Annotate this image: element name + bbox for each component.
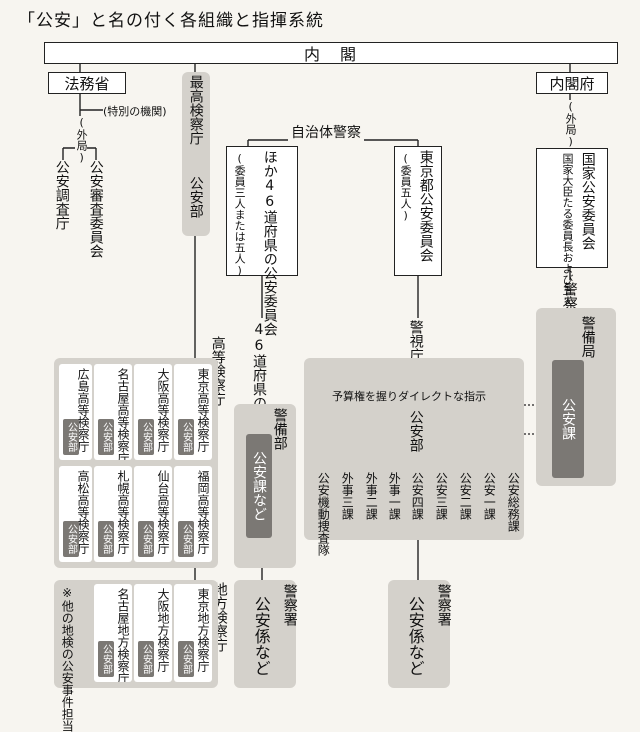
district-prosecutors-card: 名古屋地方検察庁 公安部: [94, 584, 132, 682]
other-46-commission-name: ほか46道府県の公安委員会: [261, 150, 278, 336]
supreme-public-security-dept: 公安部: [187, 176, 204, 218]
prefectural-public-security-division: 公安課など: [246, 434, 272, 538]
left-police-station-panel: [234, 580, 296, 688]
high-prosecutors-card: 仙台高等検察庁 公安部: [134, 466, 172, 562]
district-prosecutors-dept: 公安部: [138, 641, 154, 677]
left-police-station-unit: 公安係など: [251, 596, 271, 676]
right-police-station-panel: [388, 580, 450, 688]
high-prosecutors-name: 大阪高等検察庁: [156, 368, 170, 452]
budget-directive-note: 予算権を握りダイレクトな指示: [330, 388, 488, 404]
high-prosecutors-card: 高松高等検察庁 公安部: [59, 466, 92, 562]
district-prosecutors-dept: 公安部: [98, 641, 114, 677]
high-prosecutors-dept: 公安部: [63, 419, 79, 455]
mpd-foreign-division-1: 外事一課: [387, 472, 402, 520]
right-police-station-label: 警察署: [435, 584, 452, 626]
high-prosecutors-dept: 公安部: [178, 521, 194, 557]
high-prosecutors-dept: 公安部: [138, 419, 154, 455]
high-prosecutors-card: 福岡高等検察庁 公安部: [174, 466, 212, 562]
public-security-intelligence-agency: 公安調査庁: [53, 160, 70, 230]
high-prosecutors-dept: 公安部: [138, 521, 154, 557]
page-title: 「公安」と名の付く各組織と指揮系統: [18, 11, 324, 31]
mpd-division-2: 公安二課: [458, 472, 473, 520]
high-prosecutors-name: 札幌高等検察庁: [116, 470, 130, 554]
high-prosecutors-card: 広島高等検察庁 公安部: [59, 364, 92, 460]
mpd-division-general-affairs: 公安総務課: [506, 472, 521, 532]
high-prosecutors-dept: 公安部: [178, 419, 194, 455]
tokyo-commission-box: [394, 146, 442, 276]
district-prosecutors-name: 大阪地方検察庁: [156, 588, 170, 672]
special-agency-label: (特別の機関): [103, 105, 167, 118]
npa-public-security-division: 公安課: [552, 360, 584, 478]
district-prosecutors-name: 名古屋地方検察庁: [116, 588, 130, 682]
high-prosecutors-name: 仙台高等検察庁: [156, 470, 170, 554]
local-police-label: 自治体警察: [288, 122, 364, 142]
district-prosecutors-card: 東京地方検察庁 公安部: [174, 584, 212, 682]
high-prosecutors-name: 東京高等検察庁: [196, 368, 210, 452]
high-prosecutors-card: 名古屋高等検察庁 公安部: [94, 364, 132, 460]
mpd-foreign-division-2: 外事二課: [364, 472, 379, 520]
cabinet-office-box: 内閣府: [536, 72, 608, 94]
high-prosecutors-dept: 公安部: [63, 521, 79, 557]
mpd-division-4: 公安四課: [410, 472, 425, 520]
high-prosecutors-card: 札幌高等検察庁 公安部: [94, 466, 132, 562]
other-46-members: (委員三人または五人): [233, 152, 247, 277]
tokyo-members: (委員五人): [399, 152, 413, 222]
high-prosecutors-name: 広島高等検察庁: [76, 368, 90, 452]
left-police-station-label: 警察署: [281, 584, 298, 626]
district-prosecutors-name: 東京地方検察庁: [196, 588, 210, 672]
cabinet-box: 内 閣: [44, 42, 618, 64]
other-district-note: ※他の地検の公安事件担当: [60, 586, 75, 732]
high-prosecutors-card: 大阪高等検察庁 公安部: [134, 364, 172, 460]
right-police-station-unit: 公安係など: [405, 596, 425, 676]
public-security-examination-commission: 公安審査委員会: [87, 160, 104, 258]
npsc-members: 国家大臣たる委員長および五人の委員: [561, 153, 574, 340]
npsc-box: [536, 148, 608, 268]
district-prosecutors-dept: 公安部: [178, 641, 194, 677]
high-prosecutors-name: 福岡高等検察庁: [196, 470, 210, 554]
district-prosecutors-card: 大阪地方検察庁 公安部: [134, 584, 172, 682]
tokyo-commission-name: 東京都公安委員会: [417, 150, 434, 262]
npsc-name: 国家公安委員会: [579, 152, 596, 250]
high-prosecutors-card: 東京高等検察庁 公安部: [174, 364, 212, 460]
high-prosecutors-name: 名古屋高等検察庁: [116, 368, 130, 460]
external-bureau-left-label: (外局): [75, 116, 89, 164]
supreme-prosecutors-office: 最高検察庁: [187, 75, 204, 145]
high-prosecutors-dept: 公安部: [98, 521, 114, 557]
other-46-commission-box: [226, 146, 298, 276]
ministry-of-justice-box: 法務省: [48, 72, 126, 94]
high-prosecutors-name: 高松高等検察庁: [76, 470, 90, 554]
prefectural-security-dept: 警備部: [271, 408, 288, 450]
mpd-public-security-dept: 公安部: [407, 410, 424, 452]
mpd-division-3: 公安三課: [434, 472, 449, 520]
external-bureau-right-label: (外局): [564, 100, 578, 148]
mpd-label: 警視庁: [407, 320, 424, 362]
mpd-division-1: 公安一課: [482, 472, 497, 520]
supreme-prosecutors-panel: [182, 72, 210, 236]
npa-security-bureau: 警備局: [579, 316, 596, 358]
high-prosecutors-dept: 公安部: [98, 419, 114, 455]
mpd-mobile-investigation-unit: 公安機動捜査隊: [316, 472, 331, 556]
mpd-foreign-division-3: 外事三課: [340, 472, 355, 520]
